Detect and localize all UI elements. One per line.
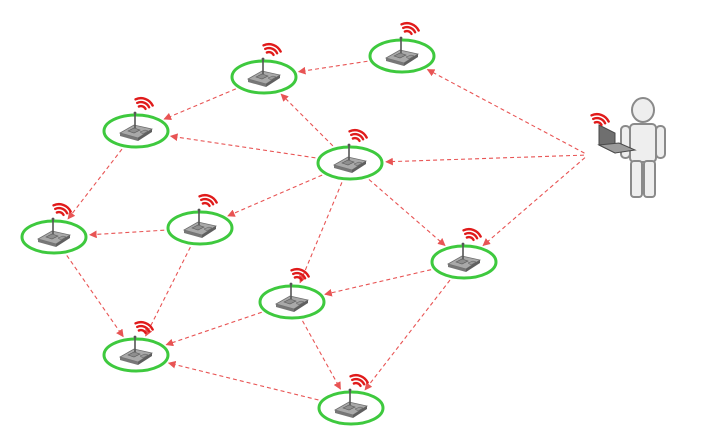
sensor-node-n6 [168,193,232,244]
edge-arrow-user-to-n1 [427,70,584,154]
wifi-signal-icon [200,193,218,206]
wifi-signal-icon [264,42,282,55]
wifi-signal-icon [350,128,368,141]
sensor-node-n2 [232,42,296,93]
nodes-layer [22,21,496,424]
wifi-signal-icon [292,267,310,280]
edge-arrow-n6-to-n9 [146,247,191,336]
edge-arrow-n10-to-n9 [169,363,319,400]
sensor-node-n8 [260,267,324,318]
user-layer [592,98,665,197]
edge-arrow-n5-to-n3 [171,136,316,158]
person-with-laptop-icon [592,98,665,197]
edge-arrow-n5-to-n7 [369,179,445,245]
wifi-signal-icon [464,227,482,240]
sensor-node-n7 [432,227,496,278]
sensor-node-n3 [104,96,168,147]
sensor-node-n5 [318,128,382,179]
sensor-node-n10 [319,373,383,424]
edge-arrow-n7-to-n10 [365,280,450,390]
wifi-signal-icon [136,320,154,333]
edge-arrow-user-to-n7 [483,158,585,246]
edge-arrow-n8-to-n9 [166,312,261,344]
edge-arrow-n5-to-n2 [281,94,333,146]
edge-arrow-n6-to-n4 [90,230,164,235]
edge-arrow-n2-to-n3 [164,89,236,119]
wifi-signal-icon [351,373,369,386]
wifi-signal-icon [54,202,72,215]
edge-arrow-n7-to-n8 [325,270,431,295]
sensor-node-n9 [104,320,168,371]
wifi-signal-icon [402,21,420,34]
wifi-signal-icon [136,96,154,109]
sensor-node-n1 [370,21,434,72]
edge-arrow-n8-to-n10 [303,321,341,389]
edge-arrow-n5-to-n6 [228,175,322,216]
edge-arrow-n3-to-n4 [68,149,122,219]
sensor-node-n4 [22,202,86,253]
edge-arrow-user-to-n5 [386,155,584,162]
edge-arrow-n1-to-n2 [299,61,368,71]
edge-arrow-n5-to-n8 [300,182,342,282]
edge-arrow-n4-to-n9 [67,255,123,336]
wifi-signal-icon [592,112,610,125]
